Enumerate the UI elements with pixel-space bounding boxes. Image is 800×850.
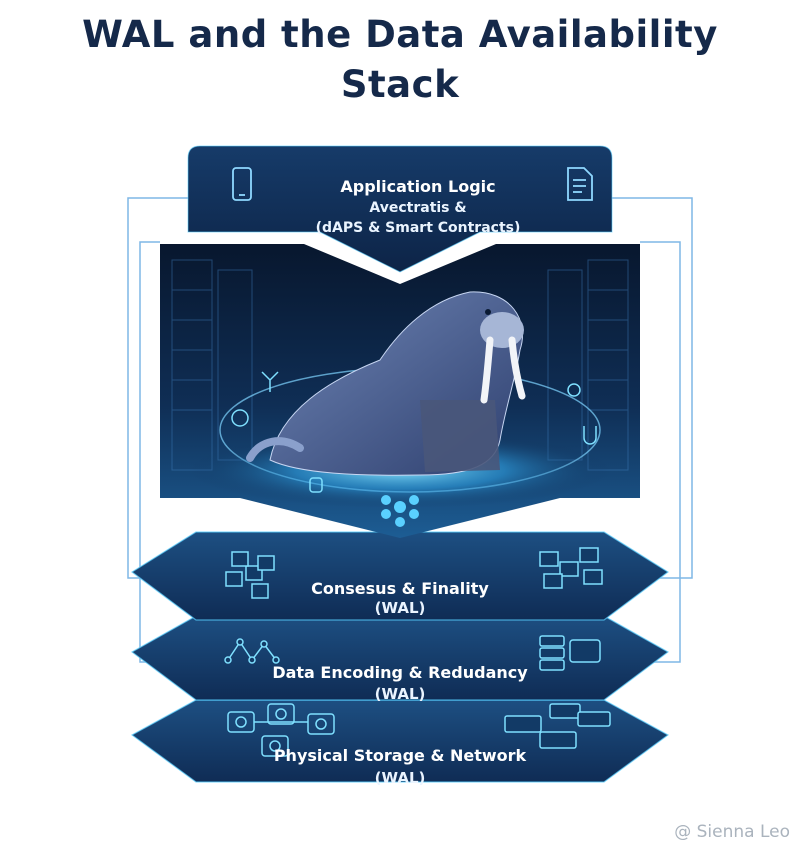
page-title-line1: WAL and the Data Availability (82, 13, 718, 56)
layer-consensus: Consesus & Finality (WAL) (130, 531, 670, 621)
server-stack-icon (539, 635, 601, 671)
lock-icon (309, 477, 323, 493)
clock-icon (231, 409, 249, 427)
layer1-line3: (dAPS & Smart Contracts) (316, 220, 521, 236)
graph-nodes-icon (224, 638, 280, 664)
layer4-line1: Physical Storage & Network (274, 746, 527, 765)
layer-application-logic: Application Logic Avectratis & (dAPS & S… (187, 145, 613, 273)
layer3-line1: Data Encoding & Redudancy (272, 663, 528, 682)
gear-icon (567, 383, 581, 397)
network-node-icon (381, 495, 419, 527)
walrus-scene (160, 244, 640, 538)
layer-physical-storage: Physical Storage & Network (WAL) (130, 699, 670, 787)
page-title-line2: Stack (340, 63, 460, 106)
layer2-line1: Consesus & Finality (311, 579, 489, 598)
document-icon (567, 167, 593, 201)
layer1-line2: Avectratis & (369, 200, 466, 216)
layer2-line2: (WAL) (375, 599, 426, 617)
blocks-icon (225, 551, 275, 599)
layer3-line2: (WAL) (375, 685, 426, 703)
smartphone-icon (232, 167, 252, 201)
blockchain-icon (539, 547, 603, 589)
layer-data-encoding: Data Encoding & Redudancy (WAL) (130, 615, 670, 703)
server-blocks-icon (504, 703, 611, 749)
magnet-icon (583, 426, 597, 445)
tree-icon (261, 371, 279, 392)
layer1-line1: Application Logic (340, 177, 495, 196)
walrus-mascot (246, 291, 526, 476)
layer4-line2: (WAL) (375, 769, 426, 787)
watermark: @ Sienna Leo (674, 822, 790, 842)
storage-drives-icon (227, 703, 335, 757)
